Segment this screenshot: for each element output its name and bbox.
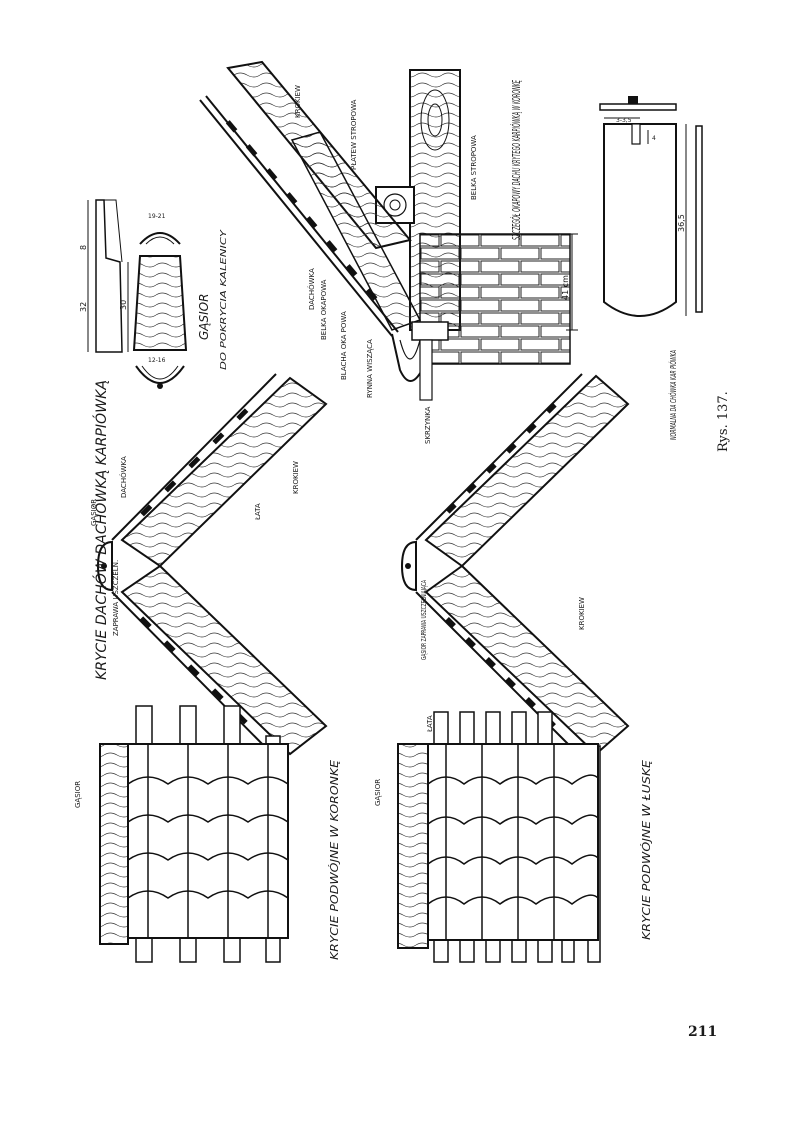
main-title: KRYCIE DACHÓW DACHÓWKĄ KARPIÓWKĄ: [92, 380, 110, 680]
tile-profile: [695, 125, 703, 313]
dim-12-16: 12-16: [148, 357, 166, 364]
label-krokiew-1: KROKIEW: [292, 461, 300, 494]
ridge-tile-subtitle: DO POKRYCIA KALENICY: [219, 228, 228, 370]
figure-number: Rys. 137.: [716, 391, 731, 452]
eaves-detail-drawing: [199, 60, 578, 401]
soffit-box: [411, 321, 449, 341]
eaves-detail-title: SZCZEGÓŁ OKAPOWY DACHU KRYTEGO KARPIÓWKĄ…: [510, 80, 523, 240]
dim-32: 32: [79, 302, 88, 312]
label-dachowka-eaves: DACHÓWKA: [307, 268, 316, 310]
caption-krycie-luske: KRYCIE PODWÓJNE W ŁUSKĘ: [640, 760, 653, 940]
label-rynna-wiszaca: RYNNA WISZĄCA: [366, 339, 374, 398]
tile-plan: [603, 123, 677, 317]
dim-36-5: 36,5: [677, 214, 686, 232]
roof-plan-luske: [397, 711, 601, 963]
dim-30: 30: [119, 300, 128, 310]
ridge-tile-drawing: [87, 199, 188, 389]
standard-tile-drawing: [599, 96, 703, 317]
brick-wall: [419, 233, 571, 365]
label-lata-1: ŁATA: [254, 503, 262, 521]
dim-41cm: 41 cm: [561, 275, 570, 300]
label-skrzynka: SKRZYNKA: [424, 406, 432, 444]
dim-19-21: 19-21: [148, 213, 166, 220]
ridge-tile-plan: [132, 255, 188, 351]
page-number: 211: [688, 1024, 718, 1040]
label-belka-stropowa: BELKA STROPOWA: [470, 135, 478, 200]
label-gasior-plan-2: GĄSIOR: [374, 779, 382, 806]
eaves-beam: [290, 131, 422, 331]
label-zaprawa-1: ZAPRAWA USZCZELN.: [112, 560, 120, 636]
label-gasior-zaprawa-2: GĄSIOR ZAPRAWA USZCZELNIAJĄCA: [420, 580, 428, 660]
tile-steps: [225, 120, 378, 301]
label-blacha-okapowa: BLACHA OKA POWA: [340, 311, 348, 380]
dim-8: 8: [79, 245, 88, 250]
ridge-tile-title: GĄSIOR: [197, 294, 211, 340]
label-lata-plan-2: ŁATA: [426, 715, 434, 733]
caption-krycie-koronke: KRYCIE PODWÓJNE W KORONKĘ: [328, 760, 341, 960]
roof-plan-koronka: [99, 705, 289, 963]
label-platew-stropowa: PŁATEW STROPOWA: [350, 99, 358, 170]
label-dachowka-1: DACHÓWKA: [119, 456, 128, 498]
label-krokiew-2: KROKIEW: [578, 597, 586, 630]
dim-4: 4: [652, 135, 656, 142]
label-krokiew-top: KROKIEW: [294, 85, 302, 118]
tile-caption: NORMALNA DA CHÓWKA KAR PIÓWKA: [667, 350, 678, 440]
ridge-section-luske: [401, 373, 630, 759]
label-gasior-1: GĄSIOR: [90, 499, 98, 526]
ridge-section-koronka: [97, 373, 328, 759]
label-belka-okapowa: BELKA OKAPOWA: [320, 279, 328, 340]
dim-3-3-5: 3-3,5: [616, 117, 632, 124]
label-gasior-plan-1: GĄSIOR: [74, 781, 82, 808]
